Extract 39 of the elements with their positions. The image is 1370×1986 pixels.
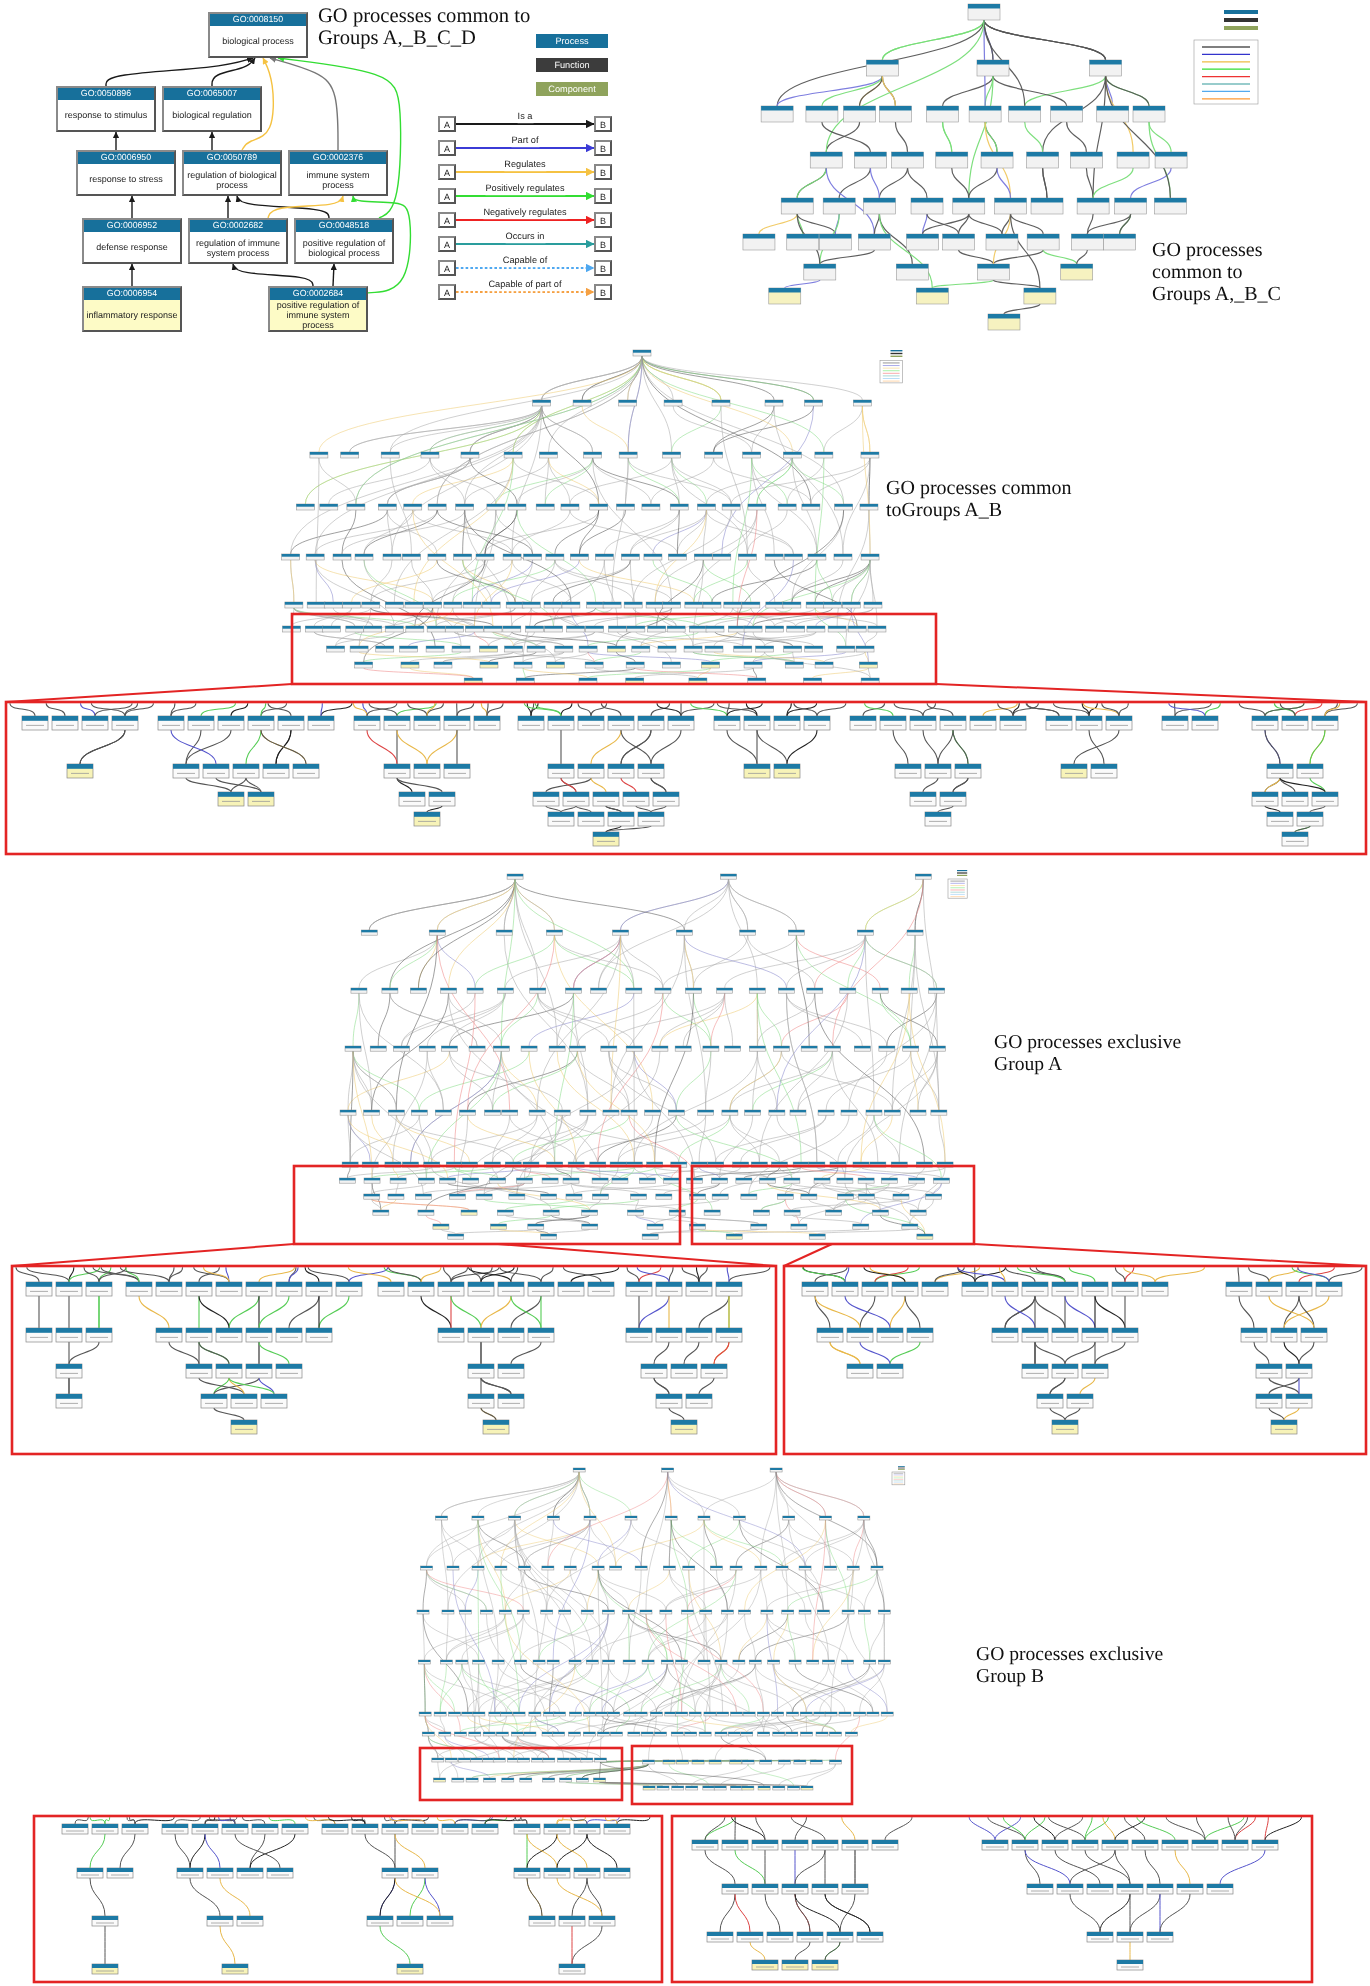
arrow — [350, 195, 412, 294]
arrow — [208, 131, 216, 151]
go-term-box — [208, 12, 308, 58]
go-term-box — [162, 86, 262, 132]
go-term-box — [56, 86, 156, 132]
arrow — [235, 195, 330, 219]
arrow — [456, 239, 595, 249]
arrow — [456, 119, 595, 129]
arrow — [330, 263, 337, 287]
arrow — [269, 56, 339, 151]
arrow — [456, 143, 595, 153]
arrow — [241, 57, 274, 151]
arrow — [456, 215, 595, 225]
section-title: GO processes exclusive Group A — [994, 1034, 1184, 1078]
arrow — [112, 131, 120, 151]
section-title: GO processes common to Groups A,_B_C_D — [318, 6, 533, 52]
go-term-box — [82, 218, 182, 264]
arrow — [277, 55, 402, 219]
arrow — [267, 195, 345, 219]
arrow — [211, 57, 256, 87]
arrow — [456, 167, 595, 177]
go-term-box — [288, 150, 388, 196]
arrow — [456, 287, 595, 297]
arrow — [456, 191, 595, 201]
arrow — [456, 263, 595, 273]
go-term-box — [82, 286, 182, 332]
arrow — [128, 263, 136, 287]
go-term-box — [188, 218, 288, 264]
arrow — [231, 263, 314, 287]
go-term-box — [76, 150, 176, 196]
go-term-box — [294, 218, 394, 264]
arrow — [128, 195, 136, 219]
section-title: GO processes common to Groups A,_B_C — [1152, 240, 1283, 306]
section-title: GO processes exclusive Group B — [976, 1646, 1166, 1690]
section-title: GO processes common toGroups A_B — [886, 478, 1074, 522]
go-term-box — [268, 286, 368, 332]
arrow — [105, 56, 254, 87]
go-term-box — [182, 150, 282, 196]
arrow — [224, 195, 232, 219]
